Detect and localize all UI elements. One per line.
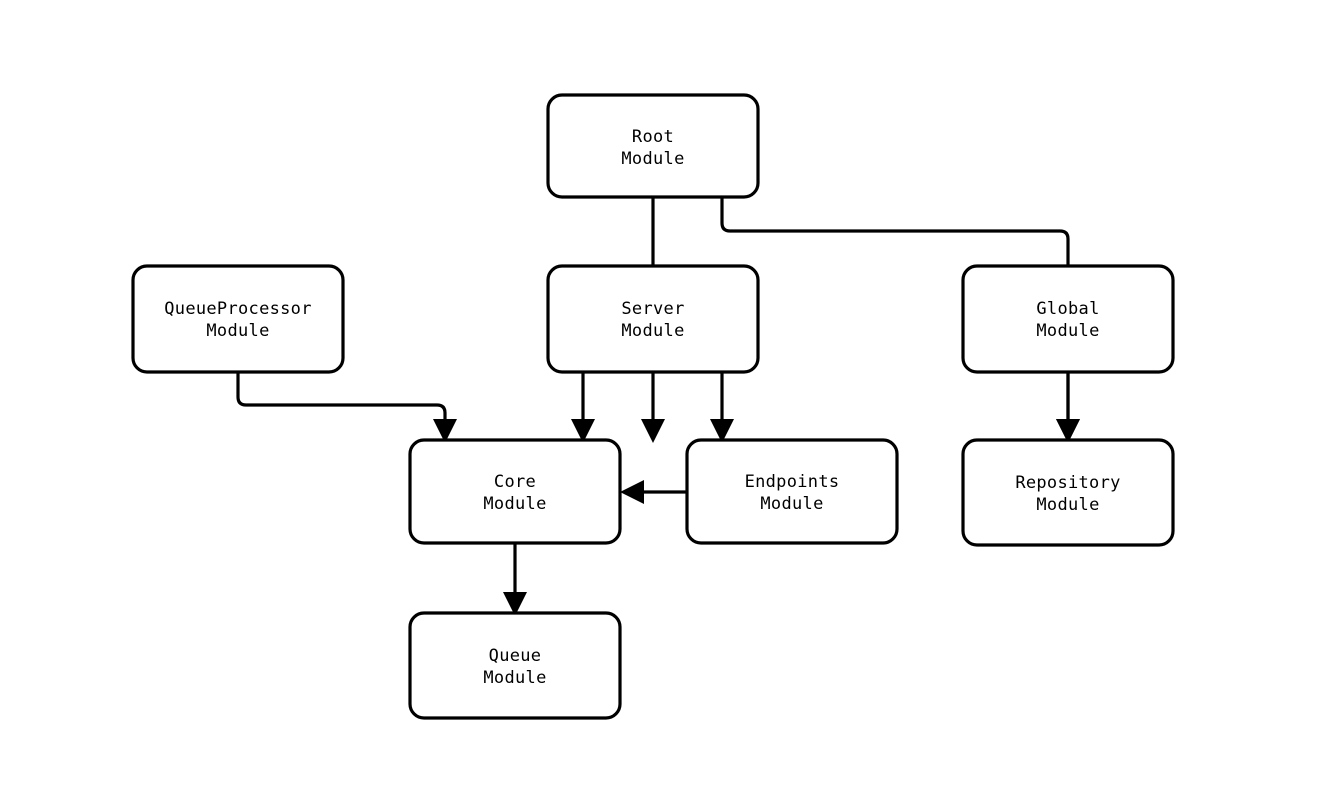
edge-line (236, 372, 447, 432)
node-label-line2: Module (206, 321, 269, 341)
edge-global-to-repository (1056, 372, 1080, 443)
node-label-line1: Endpoints (745, 472, 840, 492)
node-label-line2: Module (621, 149, 684, 169)
node-label-line2: Module (483, 494, 546, 514)
node-box[interactable] (408, 611, 622, 720)
node-box[interactable] (131, 264, 345, 374)
node-layer: Root Module QueueProcessor Module Server… (131, 93, 1175, 720)
edge-layer (236, 197, 1080, 616)
node-core[interactable]: Core Module (408, 438, 622, 545)
arrow-head-icon (641, 419, 665, 443)
node-label-line1: QueueProcessor (164, 299, 312, 319)
arrow-head-icon (1056, 419, 1080, 443)
node-label-line1: Server (621, 299, 684, 319)
node-label-line2: Module (1036, 495, 1099, 515)
node-label-line1: Global (1036, 299, 1099, 319)
node-queue[interactable]: Queue Module (408, 611, 622, 720)
node-box[interactable] (961, 264, 1175, 374)
node-label-line2: Module (621, 321, 684, 341)
node-global[interactable]: Global Module (961, 264, 1175, 374)
edge-core-to-queue (503, 543, 527, 616)
node-label-line1: Root (632, 127, 674, 147)
node-label-line2: Module (483, 668, 546, 688)
node-label-line2: Module (1036, 321, 1099, 341)
node-server[interactable]: Server Module (546, 264, 760, 374)
node-box[interactable] (546, 93, 760, 199)
node-queueprocessor[interactable]: QueueProcessor Module (131, 264, 345, 374)
node-label-line1: Core (494, 472, 536, 492)
node-root[interactable]: Root Module (546, 93, 760, 199)
node-label-line2: Module (760, 494, 823, 514)
edge-server-to-core (571, 372, 595, 443)
edge-endpoints-to-core (620, 480, 687, 504)
arrow-head-icon (710, 419, 734, 443)
edge-line (720, 197, 1070, 432)
arrow-head-icon (620, 480, 644, 504)
node-box[interactable] (685, 438, 899, 545)
arrow-head-icon (503, 592, 527, 616)
arrow-head-icon (571, 419, 595, 443)
node-endpoints[interactable]: Endpoints Module (685, 438, 899, 545)
arrow-head-icon (433, 419, 457, 443)
edge-server-to-endpoints (710, 372, 734, 443)
node-label-line1: Repository (1015, 473, 1120, 493)
node-repository[interactable]: Repository Module (961, 438, 1175, 547)
edge-queueprocessor-to-core (236, 372, 457, 443)
node-label-line1: Queue (489, 646, 542, 666)
node-box[interactable] (546, 264, 760, 374)
node-box[interactable] (961, 438, 1175, 547)
node-box[interactable] (408, 438, 622, 545)
